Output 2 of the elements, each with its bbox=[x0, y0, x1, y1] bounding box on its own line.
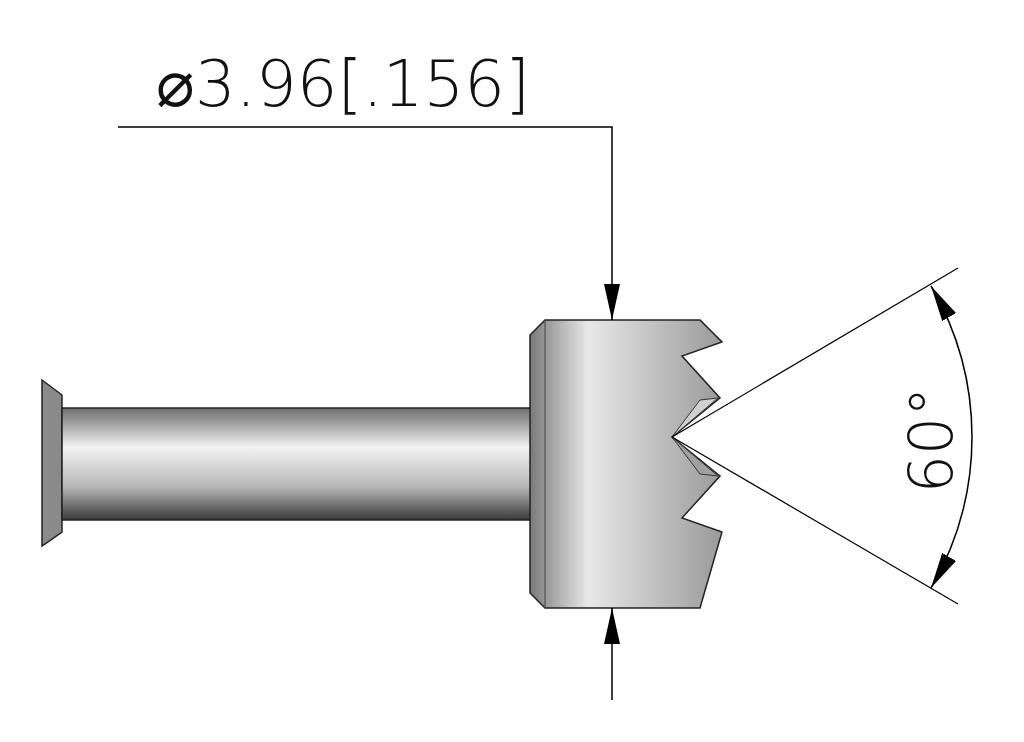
diameter-dimension-text: ⌀3.96[.156] bbox=[156, 52, 530, 116]
angle-dimension-text: 60° bbox=[901, 386, 962, 494]
